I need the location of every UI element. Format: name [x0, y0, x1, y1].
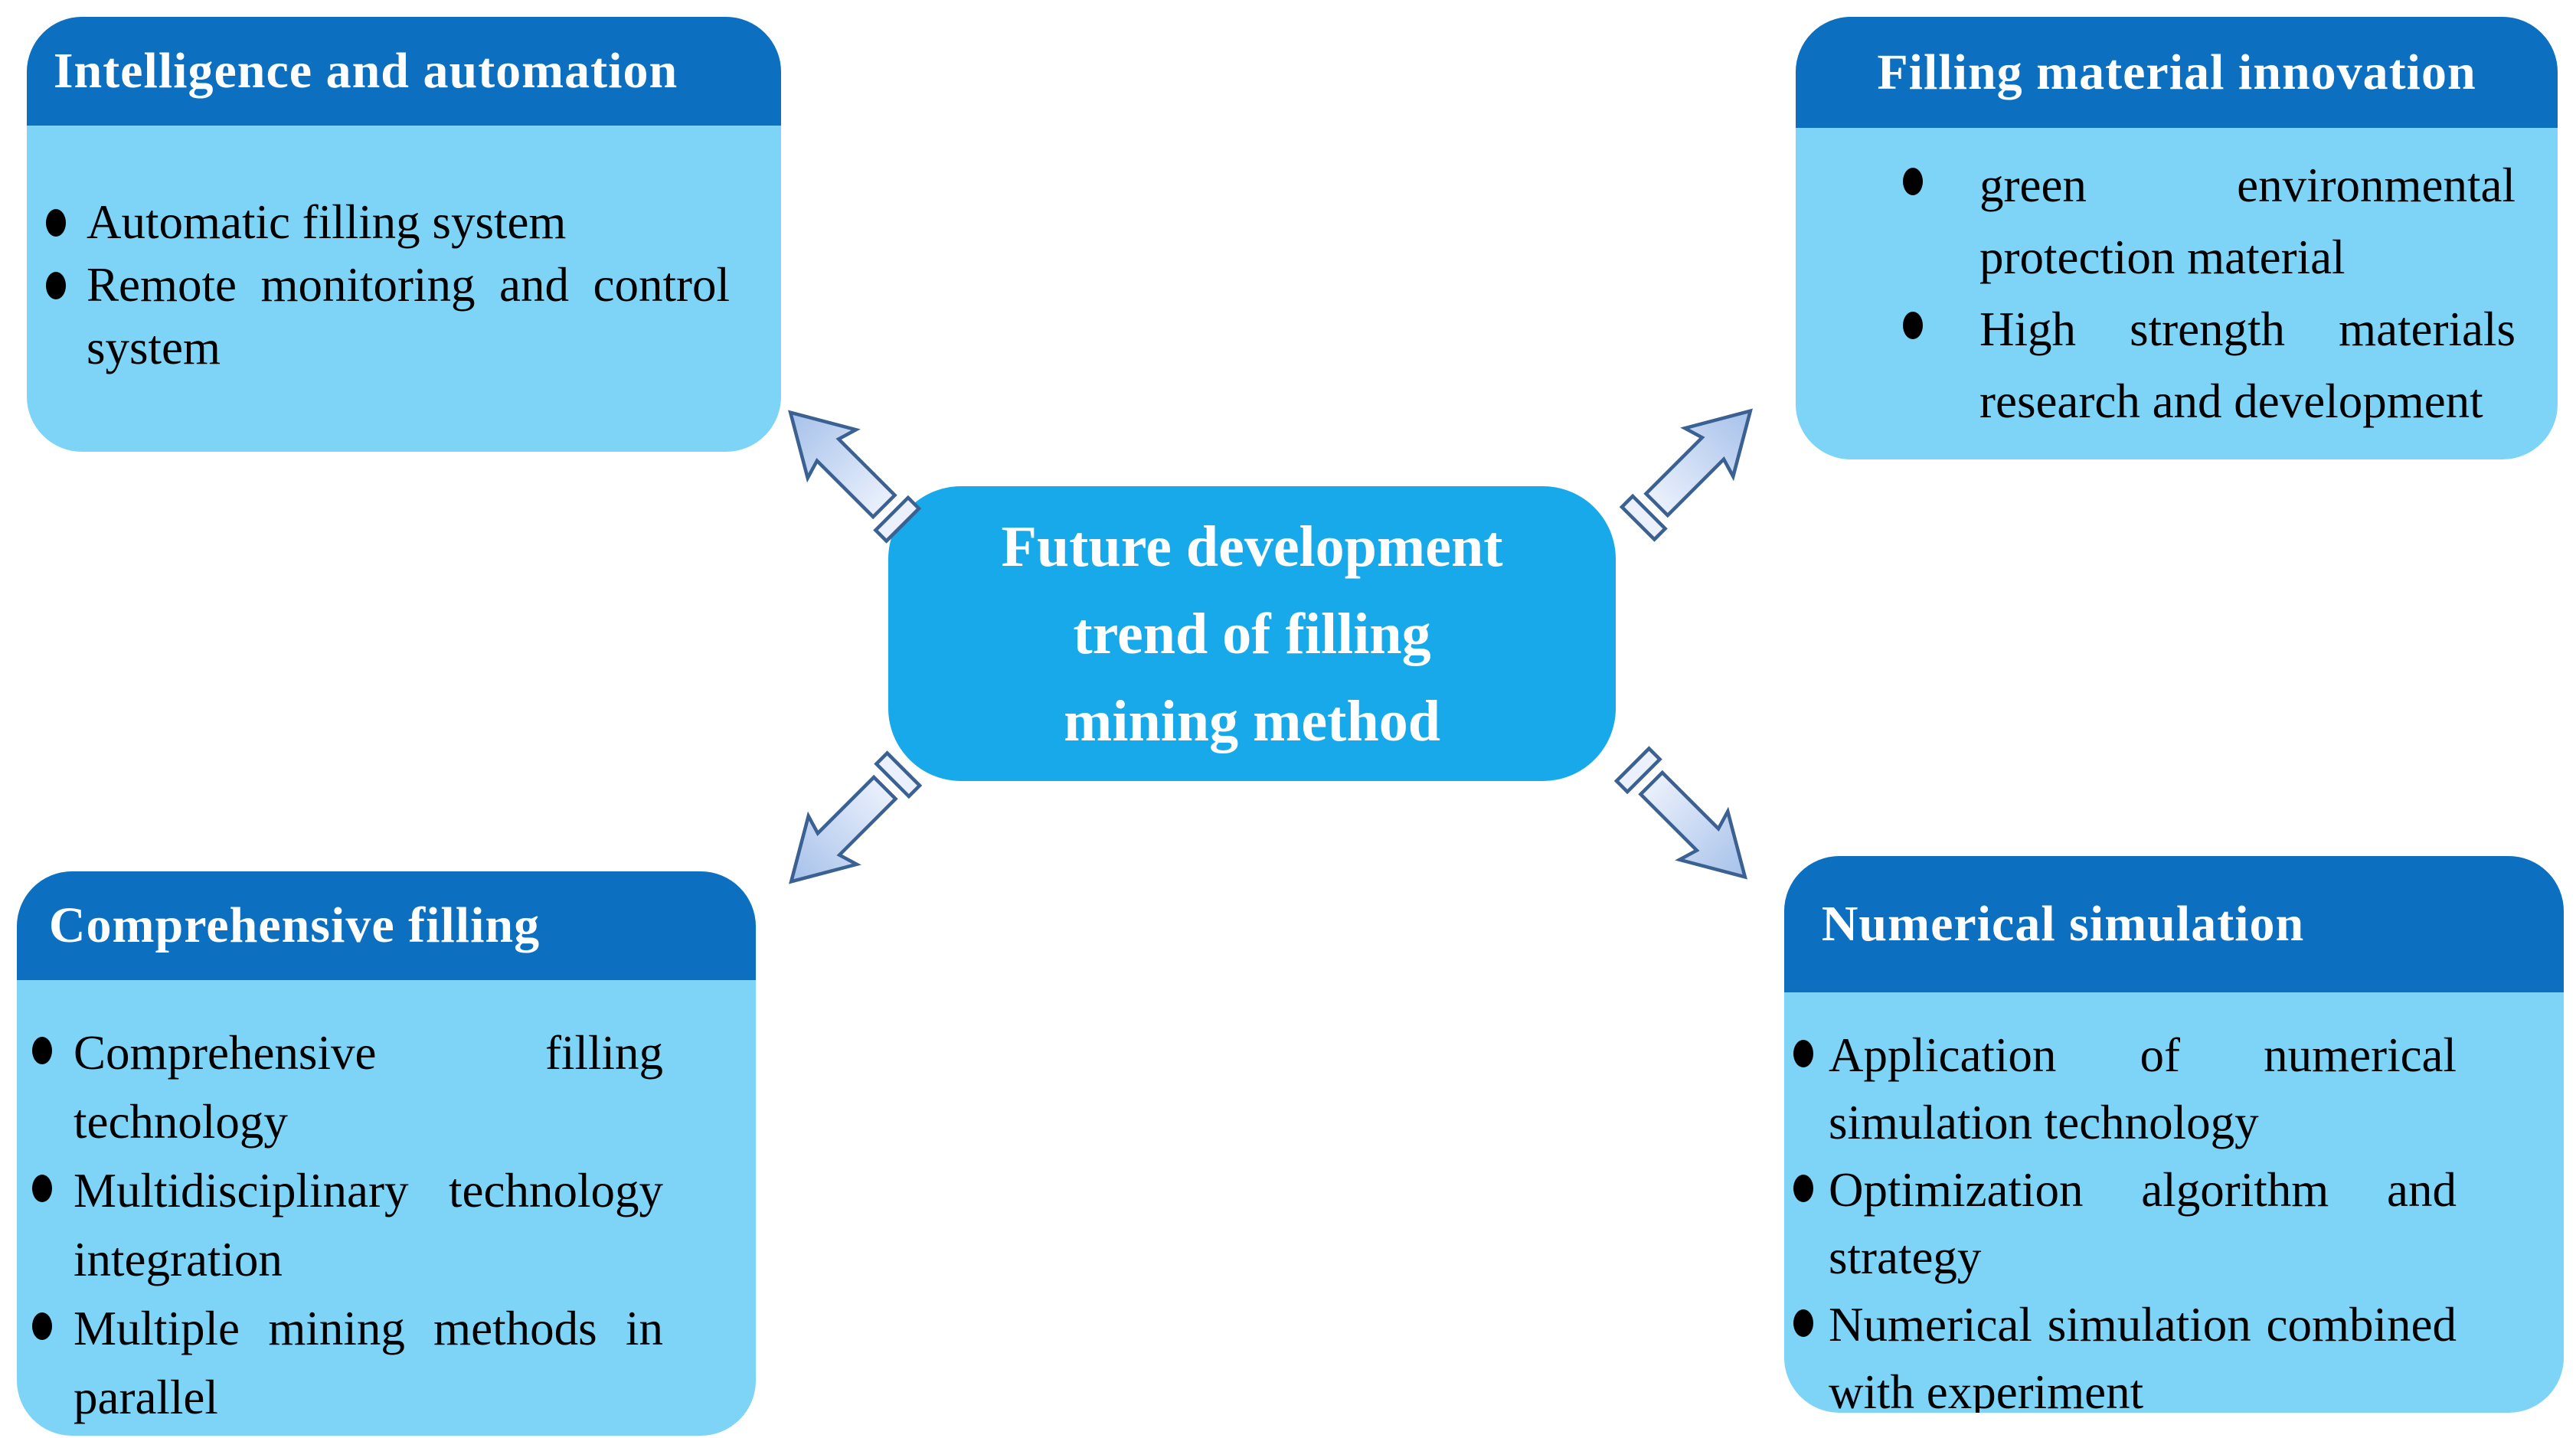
box-intelligence-and-automation: Intelligence and automation Automatic fi… [27, 17, 781, 452]
list-item: High strength materials research and dev… [1903, 293, 2558, 437]
box-header: Intelligence and automation [27, 17, 781, 126]
list-item-text: Multidisciplinary technology integration [74, 1164, 663, 1286]
bullet-dot-icon [1793, 1040, 1813, 1067]
bullet-list: green environmental protection material … [1796, 128, 2558, 437]
list-item-text: High strength materials research and dev… [1979, 302, 2516, 428]
list-item: Optimization algorithm and strategy [1793, 1156, 2564, 1291]
striped-arrow-down-left-icon [760, 737, 936, 913]
bullet-dot-icon [1793, 1309, 1813, 1337]
list-item: Comprehensive filling technology [32, 1018, 756, 1156]
center-title-line: mining method [1064, 688, 1440, 753]
bullet-list: Comprehensive filling technology Multidi… [17, 980, 756, 1432]
list-item: Automatic filling system [46, 191, 781, 253]
list-item-text: Multiple mining methods in parallel [74, 1302, 663, 1424]
list-item: Application of numerical simulation tech… [1793, 1021, 2564, 1156]
list-item-text: Comprehensive filling technology [74, 1026, 663, 1149]
center-topic-box: Future development trend of filling mini… [888, 486, 1616, 781]
striped-arrow-up-left-icon [759, 381, 935, 557]
box-comprehensive-filling: Comprehensive filling Comprehensive fill… [17, 871, 756, 1436]
box-header: Numerical simulation [1784, 856, 2564, 992]
box-title: Filling material innovation [1877, 44, 2476, 100]
box-filling-material-innovation: Filling material innovation green enviro… [1796, 17, 2558, 459]
bullet-dot-icon [32, 1175, 52, 1202]
box-header: Filling material innovation [1796, 17, 2558, 128]
bullet-dot-icon [1903, 312, 1923, 339]
list-item: green environmental protection material [1903, 149, 2558, 293]
bullet-dot-icon [1903, 168, 1923, 195]
list-item: Multiple mining methods in parallel [32, 1294, 756, 1432]
list-item-text: green environmental protection material [1979, 159, 2516, 284]
box-title: Numerical simulation [1821, 896, 2305, 952]
box-header: Comprehensive filling [17, 871, 756, 980]
bullet-list: Application of numerical simulation tech… [1784, 992, 2564, 1413]
list-item-text: Automatic filling system [87, 195, 567, 249]
bullet-dot-icon [46, 209, 66, 237]
striped-arrow-up-right-icon [1607, 379, 1783, 555]
list-item: Remote monitoring and control system [46, 253, 781, 379]
bullet-dot-icon [1793, 1175, 1813, 1202]
list-item-text: Numerical simulation combined with exper… [1829, 1298, 2457, 1413]
box-title: Comprehensive filling [48, 897, 541, 953]
list-item: Numerical simulation combined with exper… [1793, 1291, 2564, 1413]
list-item-text: Application of numerical simulation tech… [1829, 1028, 2457, 1149]
bullet-dot-icon [32, 1312, 52, 1340]
bullet-list: Automatic filling system Remote monitori… [27, 126, 781, 379]
list-item-text: Optimization algorithm and strategy [1829, 1163, 2457, 1284]
center-title-line: trend of filling [1073, 601, 1431, 666]
center-title-line: Future development [1001, 514, 1503, 579]
box-title: Intelligence and automation [53, 43, 678, 99]
list-item: Multidisciplinary technology integration [32, 1156, 756, 1294]
bullet-dot-icon [46, 272, 66, 299]
bullet-dot-icon [32, 1037, 52, 1064]
box-numerical-simulation: Numerical simulation Application of nume… [1784, 856, 2564, 1413]
striped-arrow-down-right-icon [1601, 733, 1777, 909]
list-item-text: Remote monitoring and control system [87, 258, 730, 374]
